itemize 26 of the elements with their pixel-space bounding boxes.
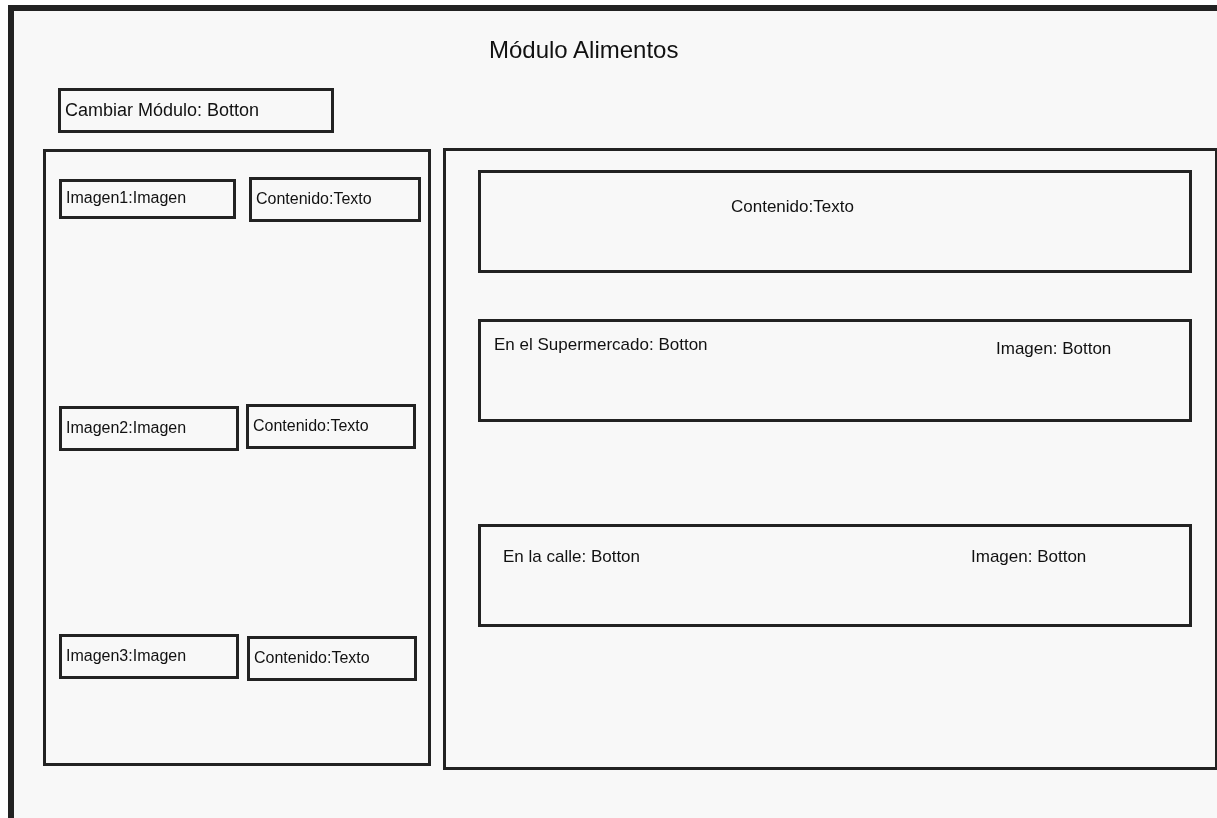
wireframe-box xyxy=(478,524,1192,627)
box-label: Cambiar Módulo: Botton xyxy=(65,99,260,120)
empty-panel xyxy=(443,148,1217,770)
box-label: Imagen2:Imagen xyxy=(66,418,187,437)
page-title: Módulo Alimentos xyxy=(489,36,679,64)
page-frame xyxy=(8,5,1217,818)
wireframe-box xyxy=(59,634,239,679)
box-label: Contenido:Texto xyxy=(256,189,372,208)
box-label: Imagen1:Imagen xyxy=(66,189,187,207)
empty-panel xyxy=(43,149,431,766)
wireframe-box xyxy=(59,179,236,219)
wireframe-box xyxy=(246,404,416,449)
wireframe-box xyxy=(58,88,334,133)
wireframe-box xyxy=(478,170,1192,273)
box-label: Imagen: Botton xyxy=(971,547,1087,567)
box-label: En el Supermercado: Botton xyxy=(494,335,708,355)
wireframe-box xyxy=(249,177,421,222)
wireframe-box xyxy=(59,406,239,451)
box-label: En la calle: Botton xyxy=(503,547,641,567)
wireframe-box xyxy=(478,319,1192,422)
box-label: Imagen3:Imagen xyxy=(66,646,187,665)
box-label: Imagen: Botton xyxy=(996,339,1112,359)
box-label: Contenido:Texto xyxy=(254,648,370,667)
box-label: Contenido:Texto xyxy=(731,197,854,217)
box-label: Contenido:Texto xyxy=(253,416,369,435)
wireframe-box xyxy=(247,636,417,681)
